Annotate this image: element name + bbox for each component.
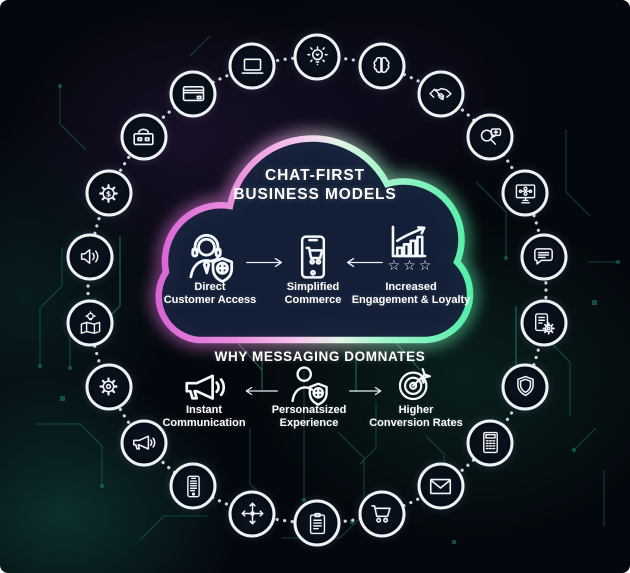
label-line: Increased bbox=[385, 281, 437, 293]
cloud-item-label: Increased Engagement & Loyalty bbox=[326, 281, 496, 307]
gear-dollar-icon bbox=[96, 180, 122, 206]
gear-icon bbox=[96, 374, 122, 400]
ring-item-handshake bbox=[417, 70, 465, 118]
calculator-icon bbox=[477, 430, 503, 456]
arrow-right-icon bbox=[348, 385, 384, 397]
ring-item-volume bbox=[66, 233, 114, 281]
cloud-item-label: Direct Customer Access bbox=[135, 281, 285, 307]
megaphone-icon bbox=[131, 430, 157, 456]
lightbulb-icon bbox=[304, 44, 330, 70]
phone-list-icon bbox=[180, 473, 206, 499]
bottom-item-label: Personatsized Experience bbox=[234, 404, 384, 430]
phone-cart-icon bbox=[288, 231, 338, 283]
ring-item-document-gear bbox=[520, 299, 568, 347]
ring-item-shopping-cart bbox=[358, 490, 406, 538]
cloud-title: CHAT-FIRST BUSINESS MODELS bbox=[165, 166, 465, 204]
clipboard-list-icon bbox=[304, 510, 330, 536]
star-rating: ☆☆☆ bbox=[387, 258, 435, 274]
brain-icon bbox=[369, 53, 395, 79]
label-line: Conversion Rates bbox=[369, 417, 463, 429]
cloud-title-line1: CHAT-FIRST bbox=[265, 167, 365, 184]
ring-item-shield bbox=[501, 363, 549, 411]
label-line: Direct bbox=[194, 281, 226, 293]
support-agent-icon bbox=[182, 229, 238, 285]
label-line: Higher bbox=[398, 404, 434, 416]
map-idea-icon bbox=[77, 310, 103, 336]
arrow-left-icon bbox=[344, 256, 384, 269]
target-dart-icon bbox=[393, 362, 437, 406]
ring-item-credit-card bbox=[169, 70, 217, 118]
ring-item-move-arrows bbox=[228, 490, 276, 538]
ring-item-search-chat bbox=[466, 113, 514, 161]
ring-item-phone-list bbox=[169, 462, 217, 510]
ring-item-envelope bbox=[417, 462, 465, 510]
cloud-title-line2: BUSINESS MODELS bbox=[233, 186, 397, 203]
ring-item-briefcase bbox=[120, 113, 168, 161]
ring-item-clipboard-list bbox=[293, 499, 341, 547]
label-line: Communication bbox=[162, 417, 246, 429]
ring-item-gear bbox=[85, 363, 133, 411]
move-arrows-icon bbox=[239, 501, 265, 527]
document-gear-icon bbox=[531, 310, 557, 336]
ring-item-megaphone bbox=[120, 419, 168, 467]
label-line: Customer Access bbox=[163, 294, 257, 306]
ring-item-gear-dollar bbox=[85, 169, 133, 217]
bottom-item-label: Higher Conversion Rates bbox=[331, 404, 501, 430]
label-line: Engagement & Loyalty bbox=[351, 294, 471, 306]
shield-icon bbox=[512, 374, 538, 400]
label-line: Commerce bbox=[284, 294, 342, 306]
ring-item-calculator bbox=[466, 419, 514, 467]
label-line: Simplified bbox=[286, 281, 340, 293]
volume-icon bbox=[77, 244, 103, 270]
shopping-cart-icon bbox=[369, 501, 395, 527]
bottom-item-label: Instant Communication bbox=[129, 404, 279, 430]
label-line: Personatsized bbox=[271, 404, 347, 416]
ring-item-laptop bbox=[228, 42, 276, 90]
monitor-network-icon bbox=[512, 180, 538, 206]
label-line: Experience bbox=[279, 417, 339, 429]
ring-item-chat-bubble bbox=[520, 233, 568, 281]
ring-item-lightbulb bbox=[293, 33, 341, 81]
laptop-icon bbox=[239, 53, 265, 79]
credit-card-icon bbox=[180, 81, 206, 107]
arrow-right-icon bbox=[245, 256, 285, 269]
ring-item-map-idea bbox=[66, 299, 114, 347]
cloud-item-label: Simplified Commerce bbox=[238, 281, 388, 307]
arrow-left-icon bbox=[243, 385, 279, 397]
envelope-icon bbox=[428, 473, 454, 499]
ring-item-brain bbox=[358, 42, 406, 90]
bottom-heading: WHY MESSAGING DOMNATES bbox=[214, 349, 426, 364]
chat-bubble-icon bbox=[531, 244, 557, 270]
label-line: Instant bbox=[185, 404, 223, 416]
ring-item-monitor-network bbox=[501, 169, 549, 217]
person-shield-icon bbox=[285, 361, 333, 409]
handshake-icon bbox=[428, 81, 454, 107]
